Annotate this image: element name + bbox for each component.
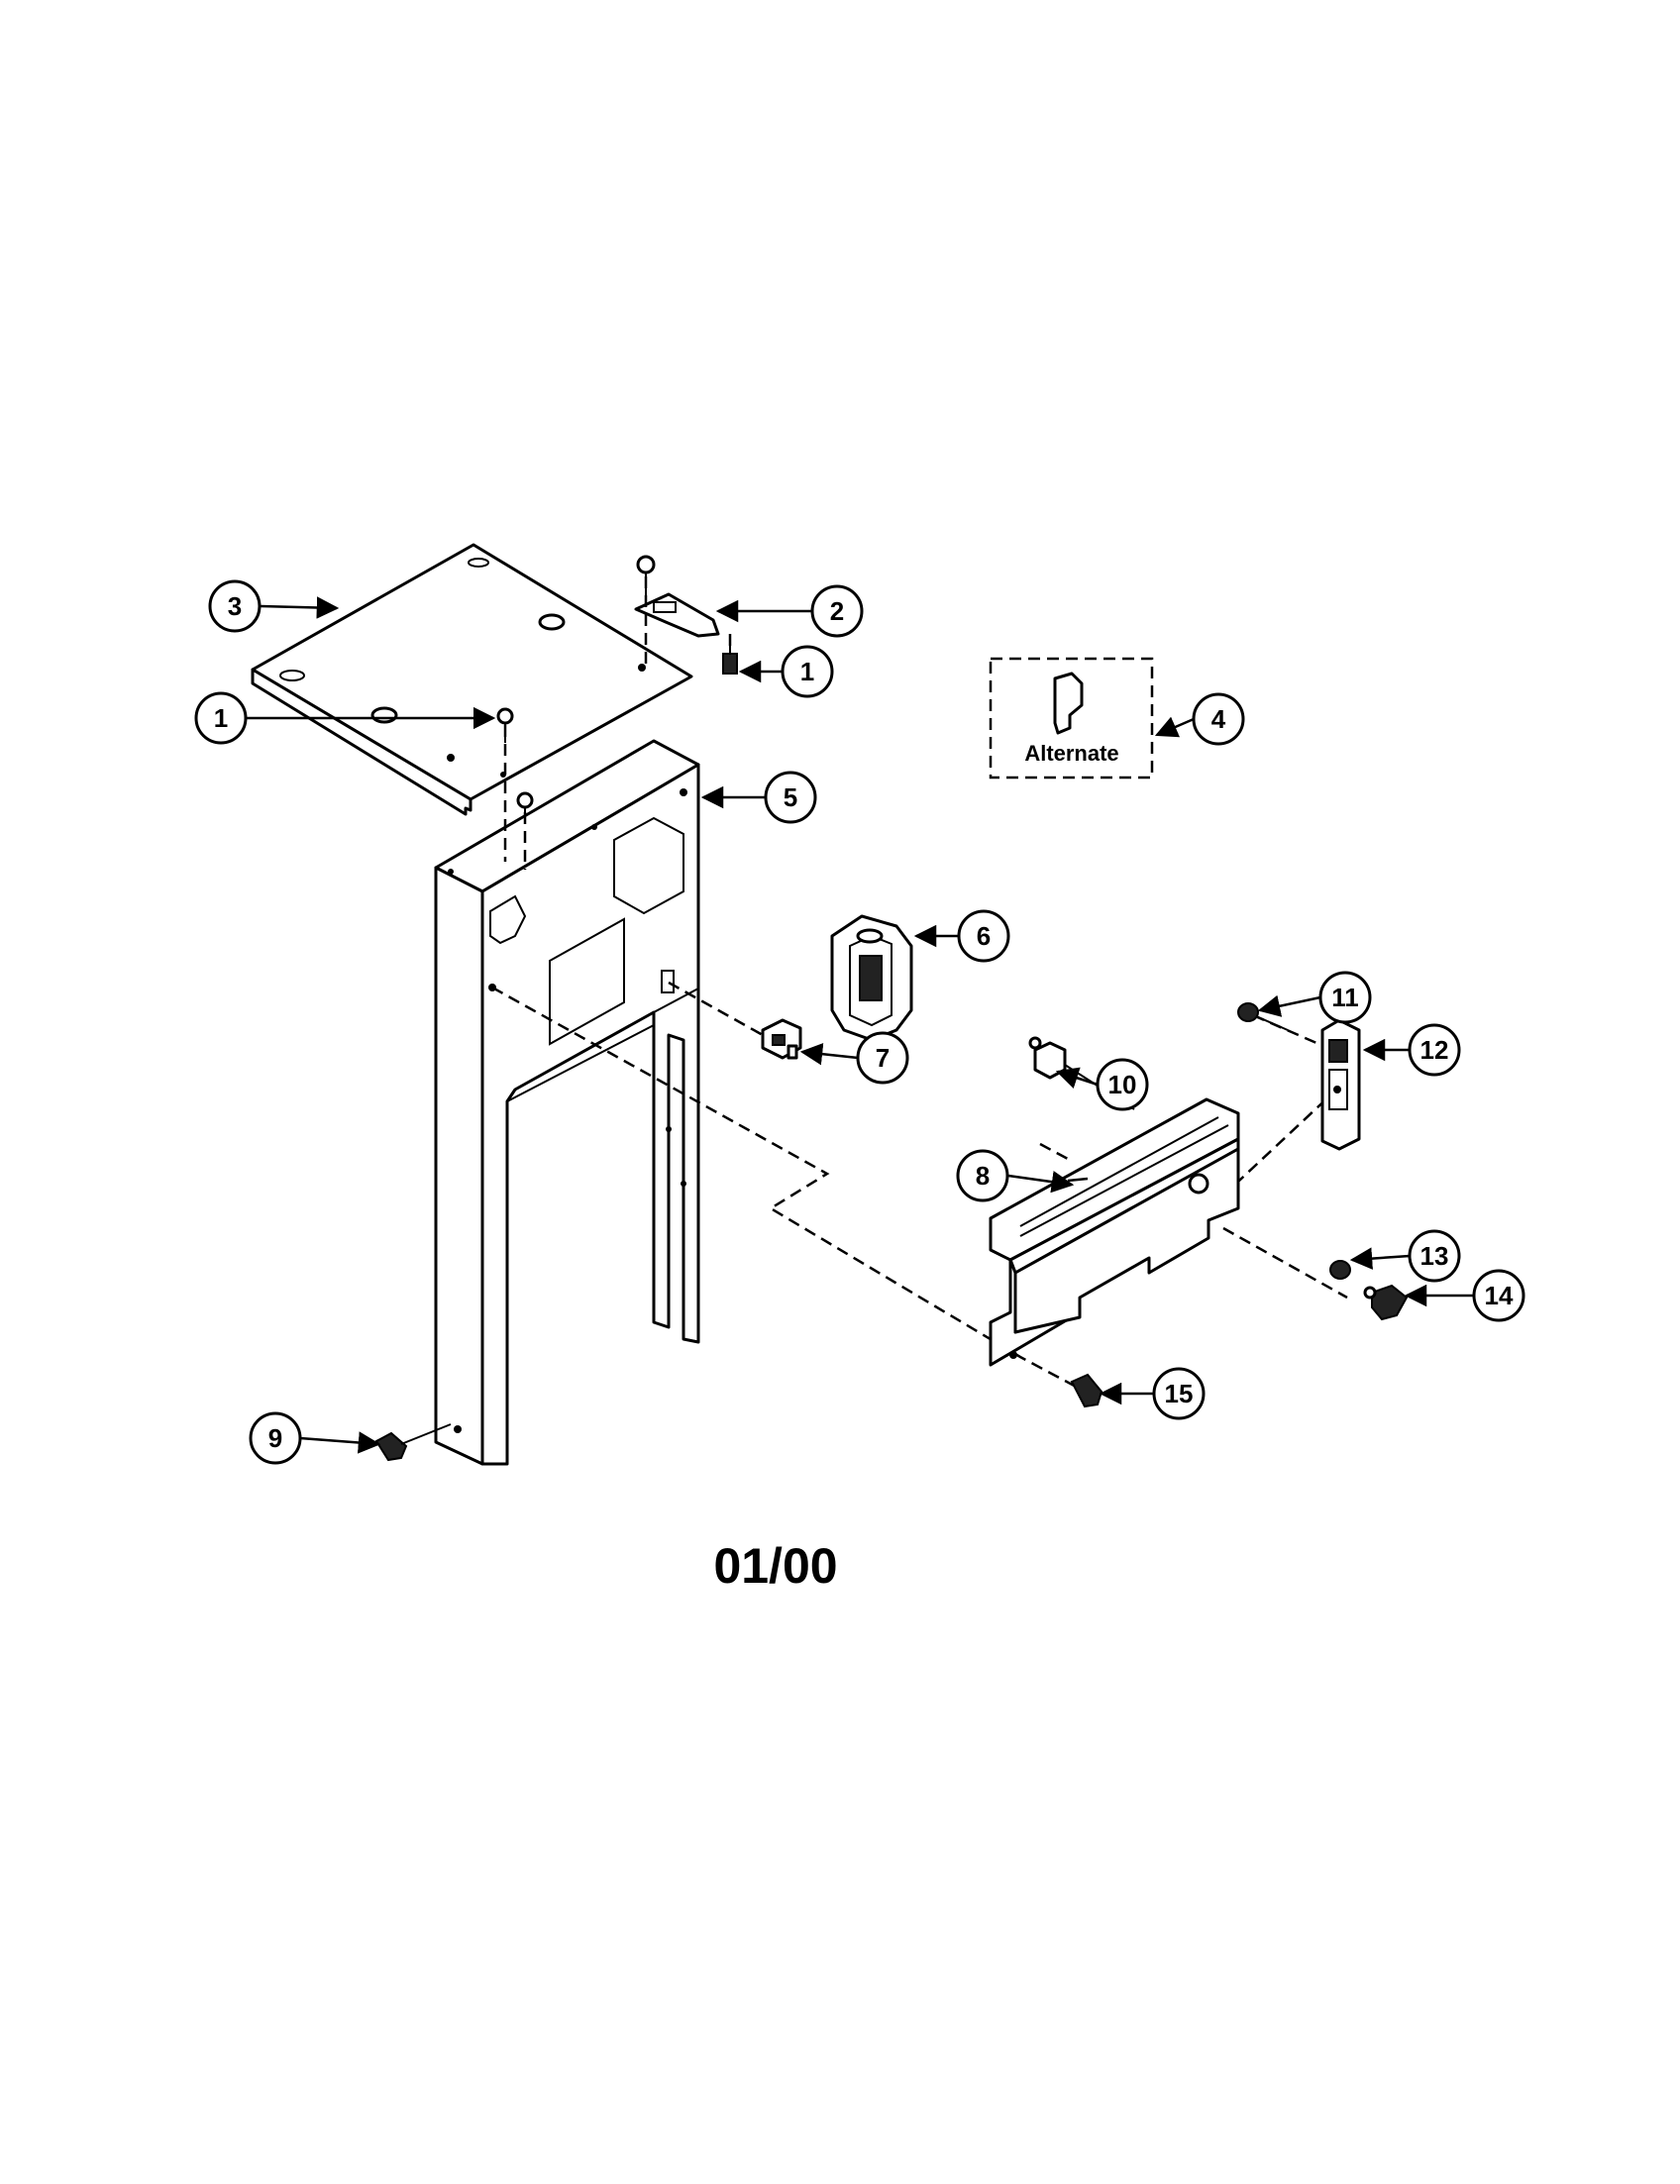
callout-11-number: 11 xyxy=(1331,983,1359,1012)
callout-3: 3 xyxy=(208,579,262,633)
part-14-spring-clip xyxy=(1363,1284,1409,1321)
part-8-bracket-rail xyxy=(989,1097,1240,1367)
callout-10-number: 10 xyxy=(1108,1070,1137,1099)
part-9-screw xyxy=(374,1423,452,1462)
callout-5-number: 5 xyxy=(784,782,797,812)
callout-2-number: 2 xyxy=(830,596,844,626)
callout-7: 7 xyxy=(856,1031,909,1085)
callout-14: 14 xyxy=(1472,1269,1525,1322)
callout-12-number: 12 xyxy=(1420,1035,1449,1065)
callout-4-number: 4 xyxy=(1211,704,1226,734)
callout-13-number: 13 xyxy=(1420,1241,1449,1271)
callout-3-number: 3 xyxy=(228,591,242,621)
callout-1-upper-number: 1 xyxy=(800,657,814,686)
callout-1-left: 1 xyxy=(194,691,248,745)
callout-15: 15 xyxy=(1152,1367,1206,1420)
callout-10: 10 xyxy=(1096,1058,1149,1111)
callout-14-number: 14 xyxy=(1485,1281,1514,1310)
callout-7-number: 7 xyxy=(876,1043,890,1073)
callout-5: 5 xyxy=(764,771,817,824)
callout-1-left-number: 1 xyxy=(214,703,228,733)
callout-6-number: 6 xyxy=(977,921,991,951)
callout-15-number: 15 xyxy=(1165,1379,1194,1408)
leader-lines xyxy=(246,596,1474,1454)
part-4-alternate-box: Alternate xyxy=(989,657,1154,780)
part-13-nut xyxy=(1329,1260,1351,1280)
part-7-switch xyxy=(761,1018,802,1060)
part-11-screw xyxy=(1237,1002,1289,1031)
part-2-bracket xyxy=(634,555,720,638)
part-15-screw xyxy=(1070,1373,1103,1408)
callout-13: 13 xyxy=(1408,1229,1461,1283)
callout-9: 9 xyxy=(249,1411,302,1465)
alternate-label: Alternate xyxy=(1024,741,1118,766)
part-5-upright-frame xyxy=(434,739,700,1466)
part-6-switch-housing xyxy=(830,914,913,1042)
callout-4: 4 xyxy=(1192,692,1245,746)
callout-8: 8 xyxy=(956,1149,1009,1202)
part-12-latch-plate xyxy=(1320,1018,1361,1151)
callout-12: 12 xyxy=(1408,1023,1461,1077)
callout-9-number: 9 xyxy=(268,1423,282,1453)
callout-1-upper: 1 xyxy=(781,645,834,698)
callout-6: 6 xyxy=(957,909,1010,963)
callout-8-number: 8 xyxy=(976,1161,990,1191)
date-code: 01/00 xyxy=(713,1538,837,1594)
callout-11: 11 xyxy=(1318,971,1372,1024)
callout-2: 2 xyxy=(810,584,864,638)
